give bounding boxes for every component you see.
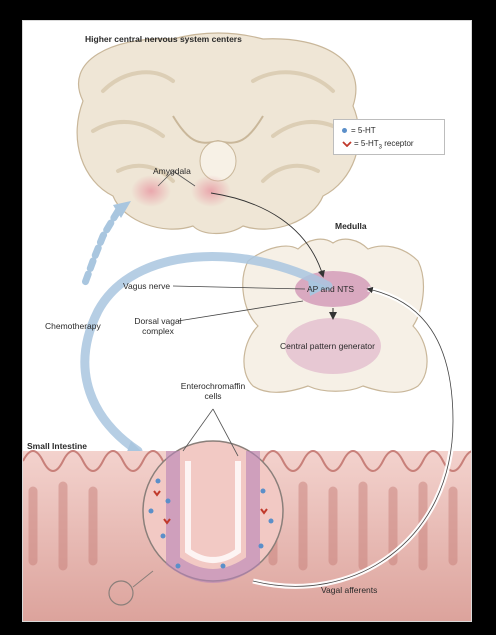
amygdala-label: Amygdala <box>153 166 191 176</box>
legend: = 5-HT = 5-HT3 receptor <box>333 119 445 155</box>
vagal-afferents-label: Vagal afferents <box>321 585 377 595</box>
legend-serotonin: = 5-HT <box>342 126 376 135</box>
vagus-nerve-label: Vagus nerve <box>123 281 170 291</box>
amygdala-right-highlight <box>191 175 231 207</box>
medulla-label: Medulla <box>335 221 367 231</box>
blue-dot-icon <box>342 128 347 133</box>
higher-centers-label: Higher central nervous system centers <box>85 34 242 44</box>
figure-frame: Higher central nervous system centers Am… <box>22 20 472 622</box>
central-pattern-generator-label: Central pattern generator <box>280 341 375 351</box>
brain-coronal-section <box>77 33 359 234</box>
enterochromaffin-label: Enterochromaffin cells <box>178 381 248 401</box>
small-intestine-label: Small Intestine <box>27 441 87 451</box>
ap-nts-label: AP and NTS <box>307 284 354 294</box>
chemotherapy-label: Chemotherapy <box>45 321 101 331</box>
legend-receptor: = 5-HT3 receptor <box>342 139 414 151</box>
dorsal-vagal-label: Dorsal vagal complex <box>123 316 193 336</box>
amygdala-left-highlight <box>131 175 171 207</box>
red-v-receptor-icon <box>342 141 352 147</box>
